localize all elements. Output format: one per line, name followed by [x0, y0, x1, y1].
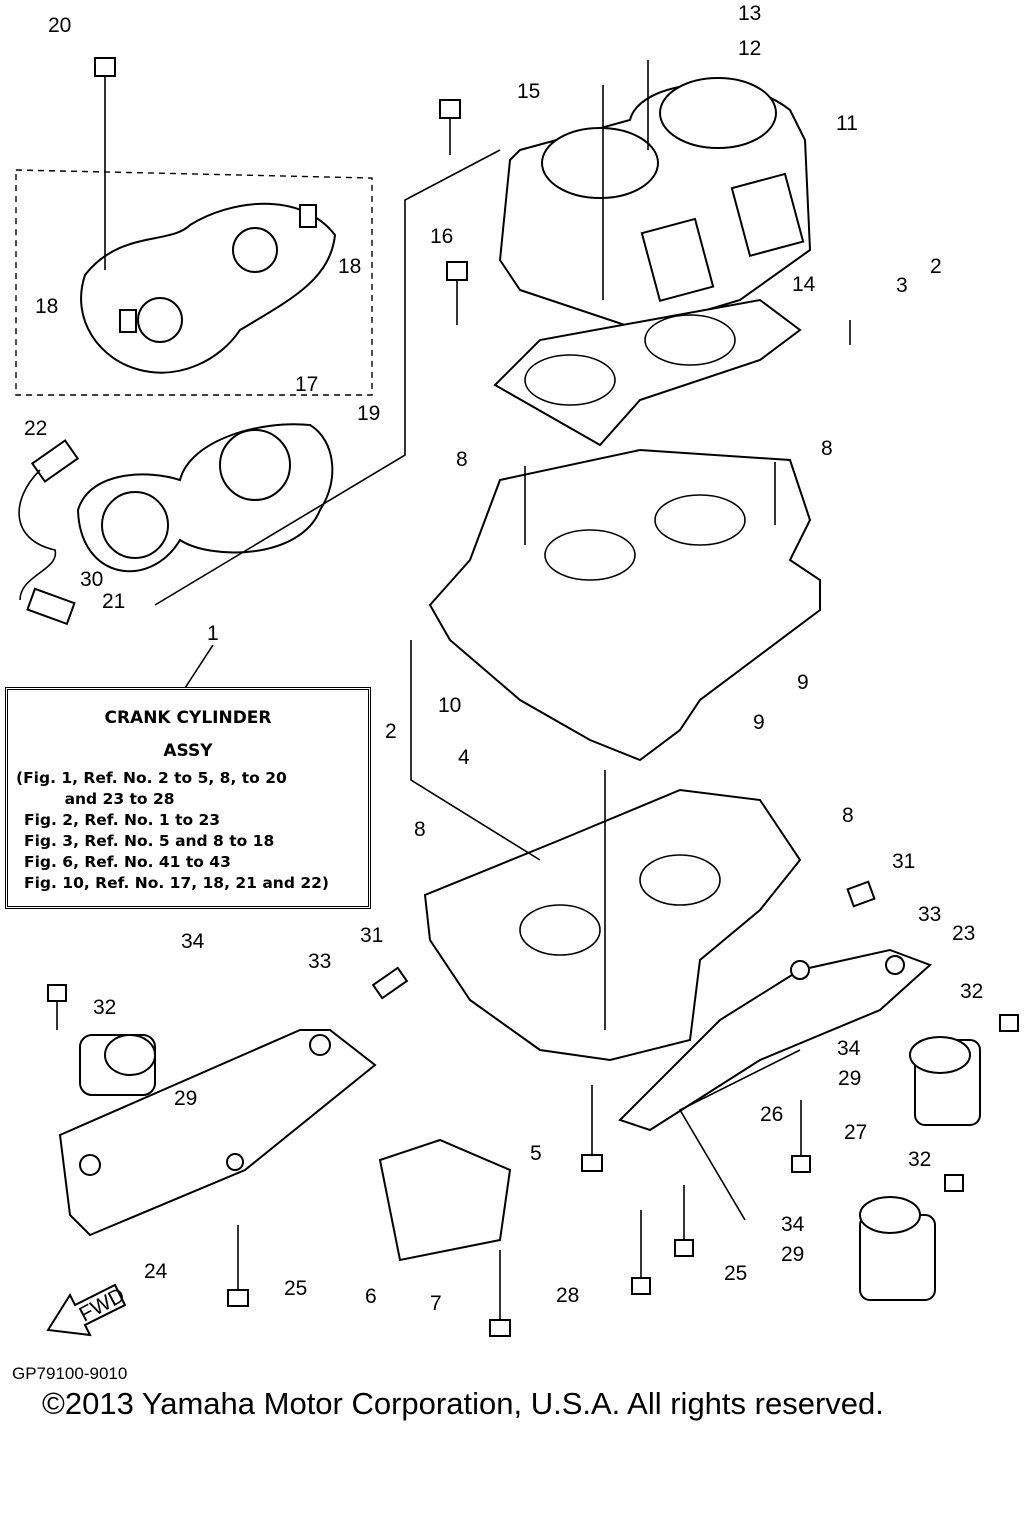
callout: 5	[530, 1142, 542, 1165]
engine-mount-bracket-left	[58, 1029, 377, 1237]
callout: 29	[838, 1067, 861, 1090]
info-line: Fig. 6, Ref. No. 41 to 43	[24, 853, 231, 871]
info-box-title: CRANK CYLINDER ASSY	[8, 702, 368, 768]
callout: 2	[385, 720, 397, 743]
callout: 9	[797, 671, 809, 694]
callout: 7	[430, 1292, 442, 1315]
callout: 8	[842, 804, 854, 827]
callout: 28	[556, 1284, 579, 1307]
head-gasket	[76, 423, 334, 573]
fwd-label: FWD	[76, 1284, 129, 1327]
info-line: Fig. 2, Ref. No. 1 to 23	[24, 811, 221, 829]
cylinder-head-assembly	[15, 169, 373, 396]
diagram-code: GP79100-9010	[12, 1364, 128, 1383]
callout: 20	[48, 14, 71, 37]
callout: 18	[35, 295, 58, 318]
cylinder-block	[498, 77, 812, 332]
callout: 29	[781, 1243, 804, 1266]
callout: 8	[414, 818, 426, 841]
info-line: Fig. 10, Ref. No. 17, 18, 21 and 22)	[24, 874, 329, 892]
info-line: and 23 to 28	[16, 790, 175, 808]
callout: 34	[181, 930, 205, 953]
leader-lines	[104, 60, 851, 1221]
callout: 17	[295, 373, 318, 396]
callout: 31	[360, 924, 383, 947]
callout: 34	[781, 1213, 805, 1236]
callout: 16	[430, 225, 453, 248]
callout: 29	[174, 1087, 197, 1110]
callout: 11	[836, 112, 858, 135]
callout: 14	[792, 273, 816, 296]
callout: 9	[753, 711, 765, 734]
callout: 15	[517, 80, 540, 103]
callout: 31	[892, 850, 915, 873]
callout: 34	[837, 1037, 861, 1060]
crank-cylinder-assy-info-box: CRANK CYLINDER ASSY (Fig. 1, Ref. No. 2 …	[5, 687, 371, 909]
cylinder-base-gasket	[493, 298, 802, 447]
callout: 33	[918, 903, 941, 926]
callout: 12	[738, 37, 761, 60]
callout: 22	[24, 417, 47, 440]
info-title-line2: ASSY	[163, 741, 213, 761]
callout: 32	[960, 980, 983, 1003]
callout: 8	[456, 448, 468, 471]
callout: 25	[284, 1277, 307, 1300]
info-line: Fig. 3, Ref. No. 5 and 8 to 18	[24, 832, 275, 850]
callout: 10	[438, 694, 461, 717]
callout: 1	[207, 622, 219, 645]
callout: 32	[908, 1148, 931, 1171]
callout: 32	[93, 996, 116, 1019]
callout: 26	[760, 1103, 783, 1126]
callout: 2	[930, 255, 942, 278]
callout: 3	[896, 274, 908, 297]
callout: 4	[458, 746, 470, 769]
callout-labels: 20 13 12 15 11 16 18 2 3 14 18 17 19 22 …	[24, 2, 983, 1315]
callout: 33	[308, 950, 331, 973]
callout: 13	[738, 2, 761, 25]
water-hose	[18, 439, 80, 626]
callout: 6	[365, 1285, 377, 1308]
forward-direction-arrow: FWD	[46, 1284, 129, 1337]
callout: 21	[102, 590, 125, 613]
callout: 24	[144, 1260, 168, 1283]
bolts	[47, 57, 1019, 1337]
callout: 27	[844, 1121, 867, 1144]
callout: 19	[357, 402, 380, 425]
rubber-mounts	[79, 1034, 981, 1301]
lower-crankcase	[423, 788, 802, 1062]
upper-crankcase	[428, 448, 821, 762]
callout: 8	[821, 437, 833, 460]
callout: 23	[952, 922, 975, 945]
info-line: (Fig. 1, Ref. No. 2 to 5, 8, to 20	[16, 769, 287, 787]
info-title-line1: CRANK CYLINDER	[104, 708, 272, 728]
callout: 25	[724, 1262, 747, 1285]
callout: 30	[80, 568, 103, 591]
callout: 18	[338, 255, 361, 278]
copyright-notice: ©2013 Yamaha Motor Corporation, U.S.A. A…	[42, 1386, 884, 1421]
